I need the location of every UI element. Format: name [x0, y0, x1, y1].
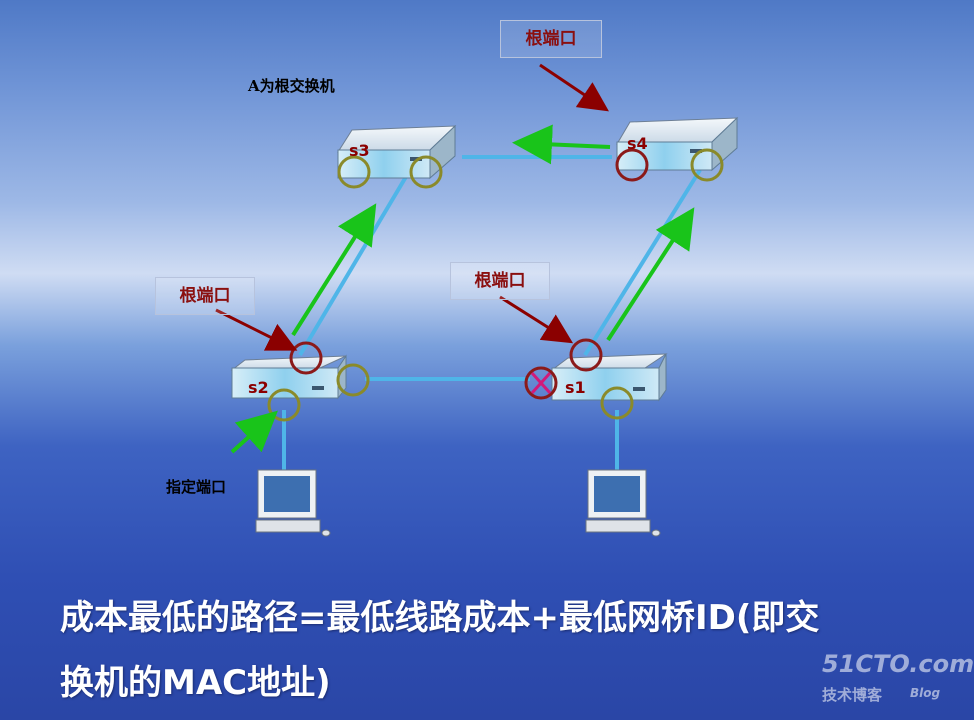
red-arrow: [215, 308, 298, 351]
designated-port-ring: [690, 148, 724, 182]
root-port-ring: [569, 338, 603, 372]
callout-arrows: [215, 63, 609, 351]
green-arrow: [512, 124, 611, 165]
pc-left: [255, 469, 331, 537]
designated-port-ring: [600, 386, 634, 420]
designated-port-ring: [409, 155, 443, 189]
switch-label-s1: s1: [565, 378, 586, 397]
green-arrow: [606, 207, 695, 342]
switch-label-s2: s2: [248, 378, 269, 397]
root-port-ring: [289, 341, 323, 375]
designated-port-label: 指定端口: [166, 478, 227, 496]
designated-port-ring: [337, 155, 371, 189]
green-arrow: [291, 203, 377, 337]
blocked-port-x-icon: [530, 371, 552, 395]
pc-right: [585, 469, 661, 537]
watermark-brand: 51CTO.com: [822, 650, 974, 678]
link-s2-s3: [298, 168, 412, 357]
watermark-blog: Blog: [910, 686, 941, 700]
root-port-callout-mid: 根端口: [450, 262, 550, 300]
bpdu-arrows: [230, 124, 695, 454]
root-port-ring: [615, 148, 649, 182]
watermark-sub: 技术博客: [822, 686, 883, 704]
link-s1-s4: [583, 168, 702, 357]
port-rings: [267, 148, 724, 422]
root-port-callout-top: 根端口: [500, 20, 602, 58]
switch-label-s3: s3: [349, 141, 370, 160]
blocked-port-ring: [524, 366, 558, 400]
green-arrow: [230, 410, 278, 454]
red-arrow: [539, 63, 609, 112]
root-port-callout-left: 根端口: [155, 277, 255, 315]
designated-port-ring: [336, 363, 370, 397]
red-arrow: [499, 295, 574, 344]
designated-port-ring: [267, 388, 301, 422]
links: [282, 155, 702, 470]
root-bridge-note: A为根交换机: [248, 77, 335, 95]
switch-label-s4: s4: [627, 134, 648, 153]
caption-line-2: 换机的MAC地址): [60, 663, 331, 703]
caption-line-1: 成本最低的路径=最低线路成本+最低网桥ID(即交: [60, 598, 820, 638]
